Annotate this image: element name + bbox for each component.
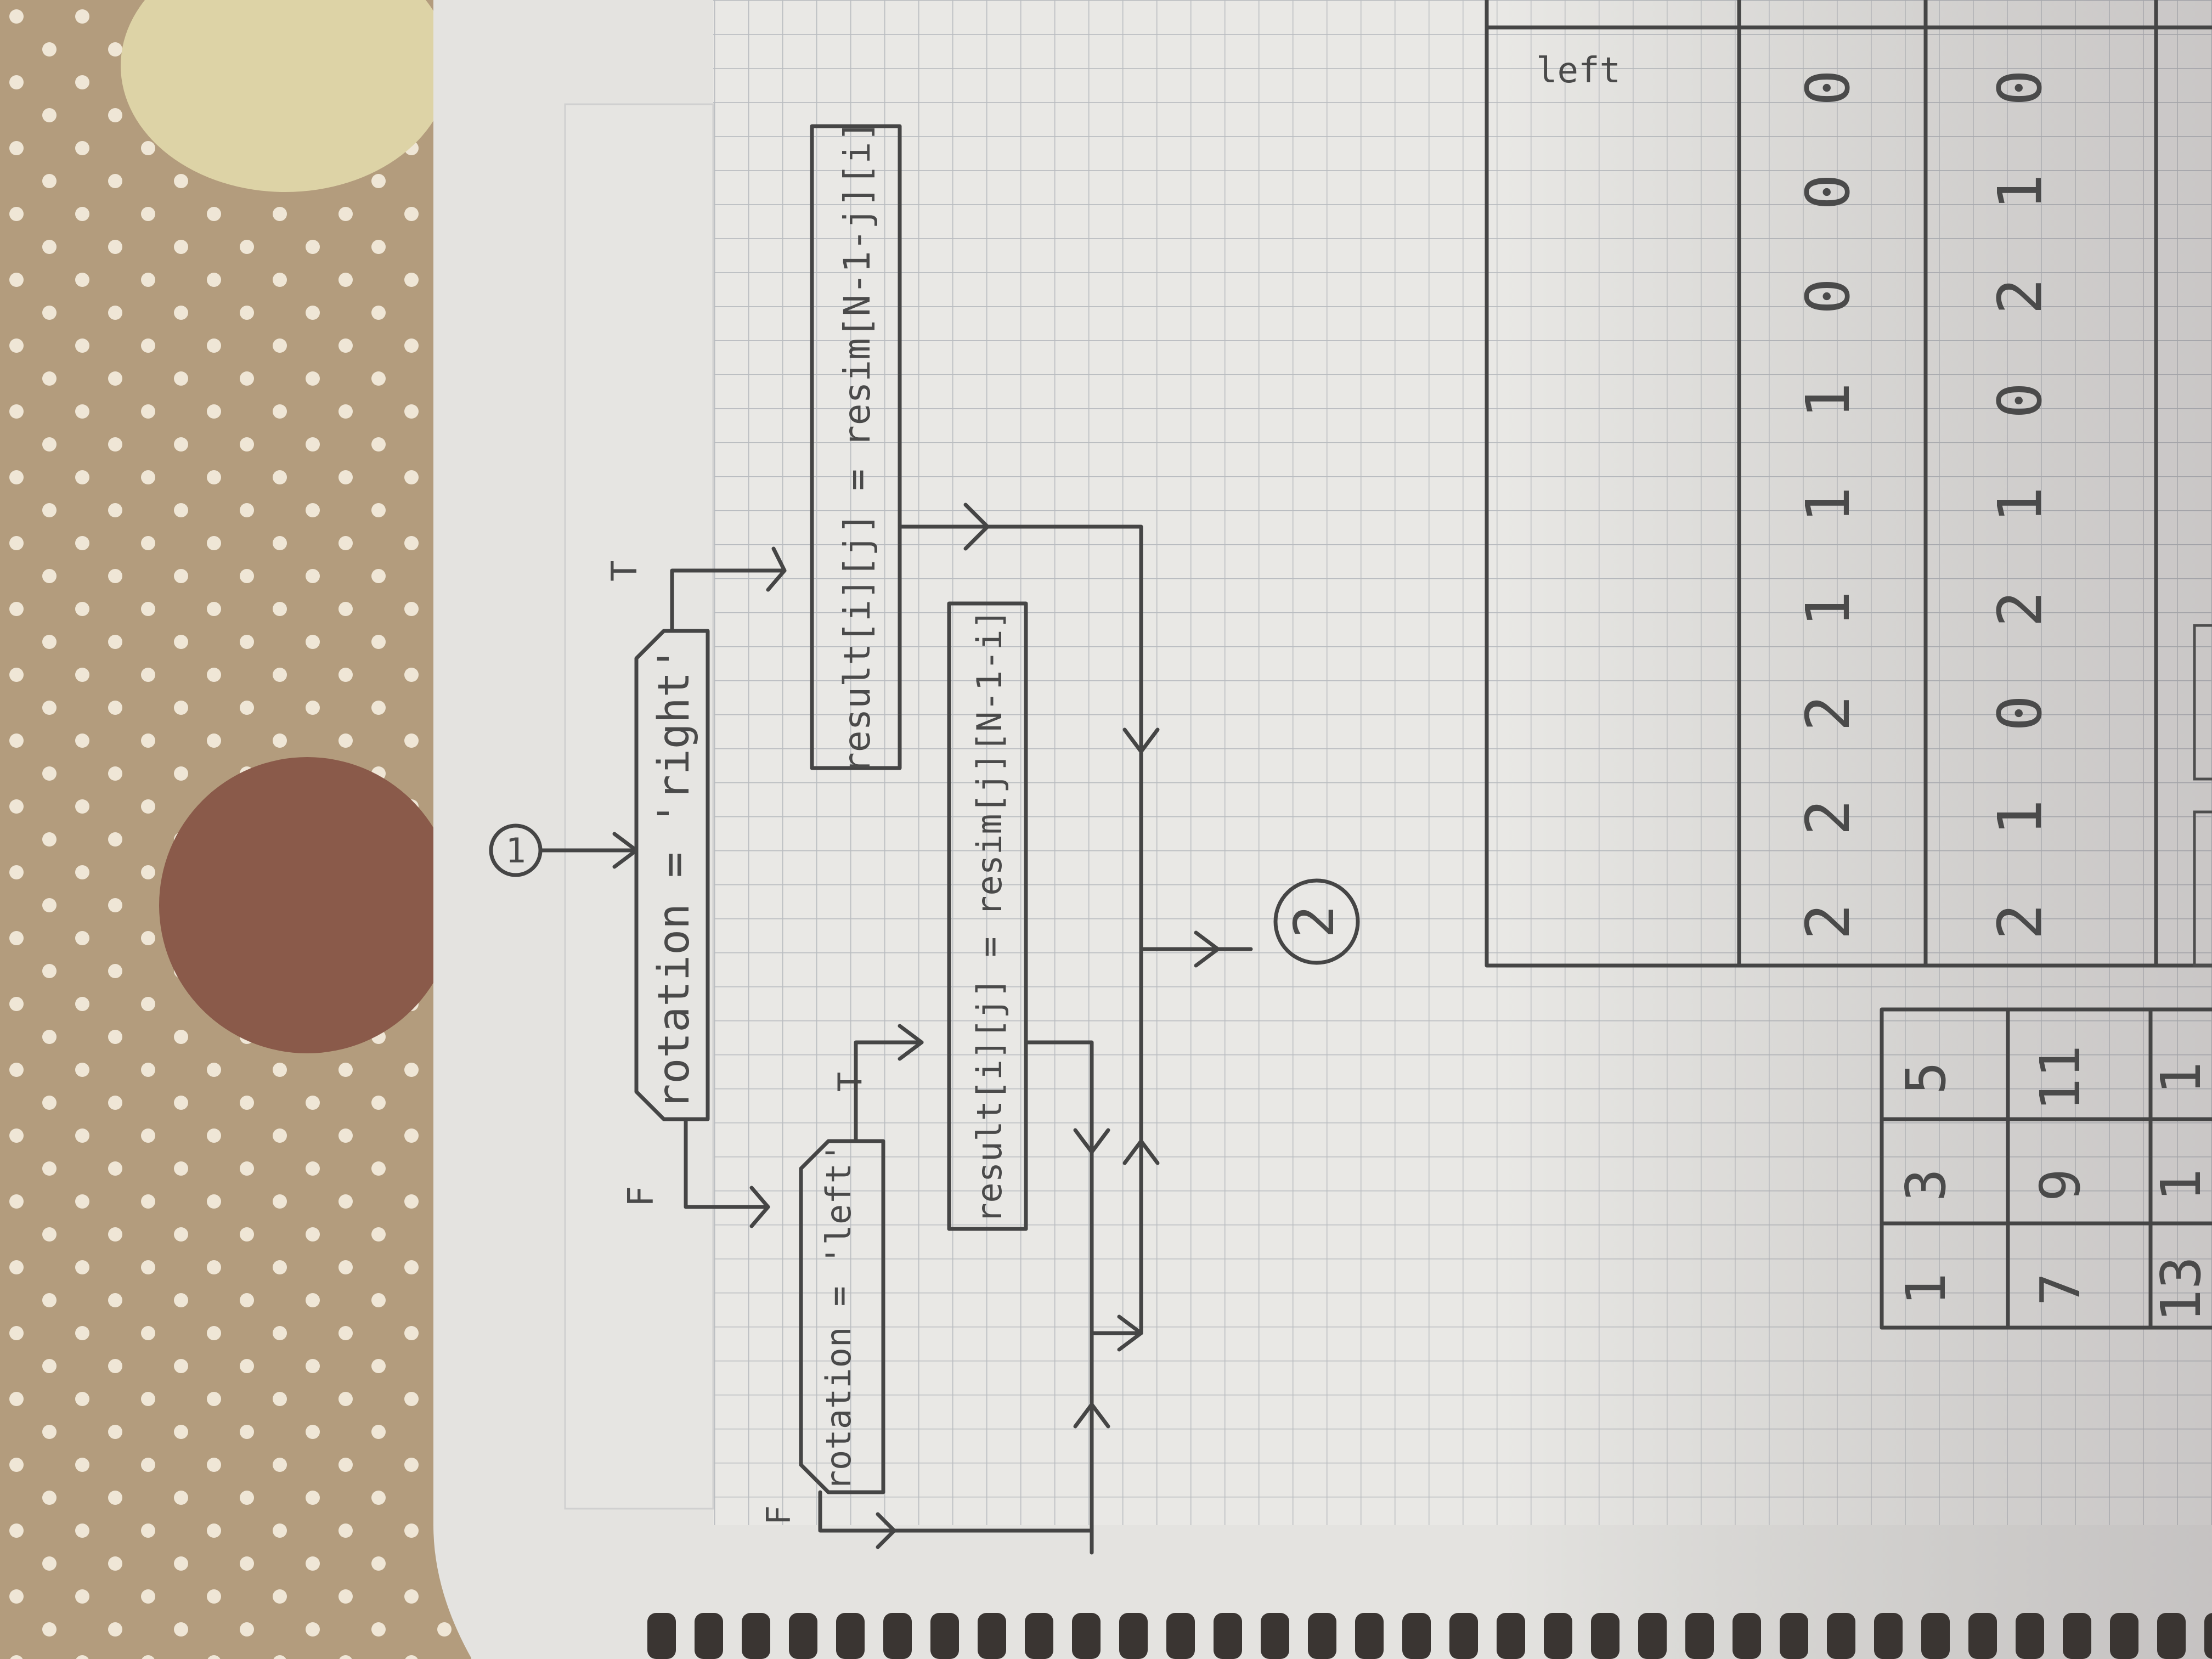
trace-table-col-i: 0 0 0 1 1 1 2 2 2 bbox=[1793, 70, 1863, 940]
binding-hole bbox=[1261, 1613, 1289, 1659]
trace-table: left 0 0 0 1 1 1 2 2 2 0 1 2 0 1 2 0 1 2 bbox=[1485, 0, 2212, 968]
binding-hole bbox=[742, 1613, 770, 1659]
binding-hole bbox=[1544, 1613, 1572, 1659]
decision-left-shape bbox=[799, 1139, 885, 1494]
binding-hole bbox=[1780, 1613, 1808, 1659]
paper-lighting bbox=[433, 0, 2212, 1659]
trace-value-j: 2 bbox=[1985, 591, 2055, 627]
process-left-box bbox=[947, 601, 1028, 1231]
binding-hole bbox=[1685, 1613, 1714, 1659]
binding-hole bbox=[789, 1613, 817, 1659]
binding-hole bbox=[2016, 1613, 2044, 1659]
binding-hole bbox=[1968, 1613, 1997, 1659]
binding-hole bbox=[647, 1613, 676, 1659]
matrix-cell: 5 bbox=[1894, 1062, 1958, 1094]
binding-hole bbox=[930, 1613, 959, 1659]
binding-hole bbox=[2063, 1613, 2091, 1659]
trace-value-i: 1 bbox=[1793, 591, 1863, 627]
trace-value-i: 0 bbox=[1793, 174, 1863, 210]
fabric-large-cream-dot bbox=[121, 0, 450, 192]
trace-value-j: 2 bbox=[1985, 278, 2055, 314]
matrix-cell: 1 bbox=[1894, 1273, 1958, 1306]
decision-left-text: rotation = 'left' bbox=[819, 1143, 859, 1491]
trace-value-j: 1 bbox=[1985, 174, 2055, 210]
trace-value-i: 2 bbox=[1793, 904, 1863, 940]
spiral-binding bbox=[647, 1613, 2212, 1659]
trace-value-i: 1 bbox=[1793, 487, 1863, 523]
binding-hole bbox=[1214, 1613, 1242, 1659]
binding-hole bbox=[1497, 1613, 1525, 1659]
binding-hole bbox=[1025, 1613, 1053, 1659]
matrix-cell: 1 bbox=[2149, 1169, 2212, 1201]
matrix-cell: 7 bbox=[2028, 1273, 2092, 1306]
decision-left-true-label: T bbox=[831, 1072, 870, 1092]
binding-hole bbox=[695, 1613, 723, 1659]
binding-hole bbox=[1827, 1613, 1855, 1659]
trace-value-j: 1 bbox=[1985, 487, 2055, 523]
end-connector-circle bbox=[1273, 878, 1360, 965]
binding-hole bbox=[1638, 1613, 1667, 1659]
binding-hole bbox=[978, 1613, 1006, 1659]
binding-hole bbox=[1166, 1613, 1195, 1659]
binding-hole bbox=[1591, 1613, 1620, 1659]
binding-hole bbox=[1355, 1613, 1384, 1659]
binding-hole bbox=[2110, 1613, 2138, 1659]
binding-hole bbox=[1449, 1613, 1478, 1659]
binding-hole bbox=[1119, 1613, 1148, 1659]
matrix-cell: 13 bbox=[2149, 1256, 2212, 1322]
process-right-box bbox=[810, 124, 902, 770]
end-connector-label: 2 bbox=[1282, 905, 1346, 938]
trace-value-i: 0 bbox=[1793, 70, 1863, 106]
matrix-cell: 9 bbox=[2028, 1169, 2092, 1201]
trace-table-header-left: left bbox=[1536, 50, 1621, 91]
binding-hole bbox=[2204, 1613, 2212, 1659]
decision-right-text: rotation = 'right' bbox=[650, 646, 699, 1109]
trace-table-col-j: 0 1 2 0 1 2 0 1 2 bbox=[1985, 70, 2055, 940]
trace-value-j: 0 bbox=[1985, 382, 2055, 419]
trace-value-i: 0 bbox=[1793, 278, 1863, 314]
binding-hole bbox=[2157, 1613, 2186, 1659]
decision-right-true-label: T bbox=[605, 560, 645, 582]
matrix-cell: 11 bbox=[2028, 1045, 2092, 1111]
binding-hole bbox=[1072, 1613, 1101, 1659]
binding-hole bbox=[1921, 1613, 1950, 1659]
trace-value-i: 2 bbox=[1793, 695, 1863, 731]
matrix-cell: 1 bbox=[2149, 1062, 2212, 1094]
start-connector-label: 1 bbox=[505, 831, 526, 871]
binding-hole bbox=[836, 1613, 865, 1659]
binding-hole bbox=[1733, 1613, 1761, 1659]
decision-left-false-label: F bbox=[760, 1505, 798, 1525]
binding-hole bbox=[1402, 1613, 1431, 1659]
trace-value-j: 1 bbox=[1985, 799, 2055, 836]
decision-right-shape bbox=[634, 629, 710, 1121]
process-right-text: result[i][j] = resim[N-1-j][i] bbox=[836, 120, 878, 774]
binding-hole bbox=[1308, 1613, 1336, 1659]
trace-value-i: 2 bbox=[1793, 799, 1863, 836]
fabric-large-brown-dot bbox=[159, 757, 455, 1053]
decision-right-false-label: F bbox=[621, 1186, 662, 1207]
binding-hole bbox=[883, 1613, 912, 1659]
trace-value-j: 0 bbox=[1985, 695, 2055, 731]
trace-value-i: 1 bbox=[1793, 382, 1863, 419]
trace-value-j: 0 bbox=[1985, 70, 2055, 106]
flowchart: 1 rotation = 'right' T result[i][j] = re… bbox=[489, 120, 1360, 1555]
matrix-cell: 3 bbox=[1894, 1169, 1958, 1201]
binding-hole bbox=[1874, 1613, 1903, 1659]
process-left-text: result[i][j] = resim[j][N-1-i] bbox=[969, 609, 1009, 1223]
trace-value-j: 2 bbox=[1985, 904, 2055, 940]
